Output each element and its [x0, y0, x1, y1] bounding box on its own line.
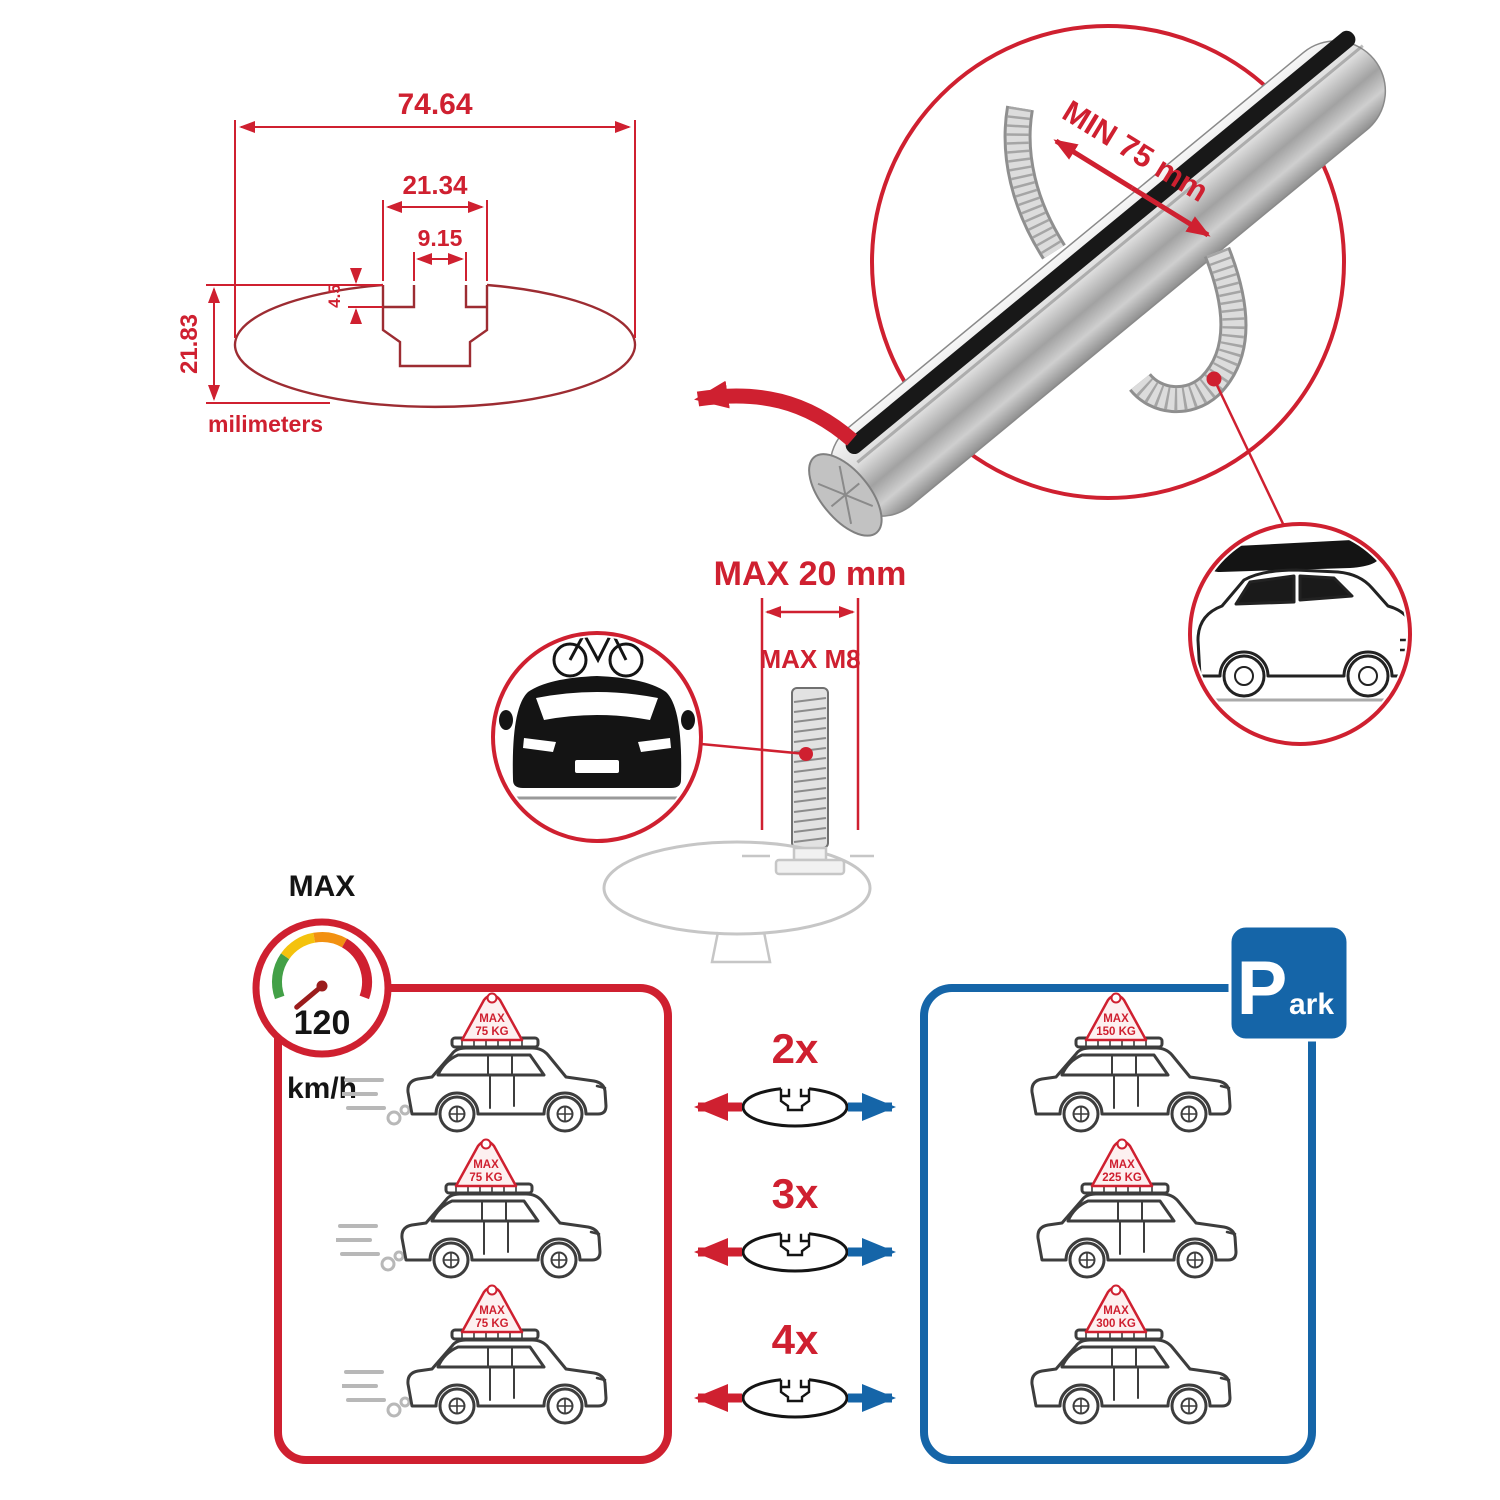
multiplier-label: 3x	[772, 1170, 819, 1217]
min-span-arrow	[1053, 138, 1211, 238]
crossbar-profile-icon	[741, 1378, 849, 1419]
park-sign-rest: ark	[1289, 988, 1334, 1021]
roof-load-tag-park-3: MAX 300 KG	[1084, 1284, 1148, 1334]
gauge-arc-green	[271, 953, 290, 1000]
gauge-arc-yellow	[281, 932, 316, 960]
tag-max: MAX	[479, 1013, 505, 1025]
roof-box	[1211, 540, 1382, 572]
dimension-channel-outer	[382, 200, 488, 281]
suv-body	[1196, 568, 1406, 698]
roof-load-tag-park-2: MAX 225 KG	[1090, 1138, 1154, 1188]
tag-max: MAX	[479, 1305, 505, 1317]
multiplier-row-1: 2x	[694, 1025, 896, 1128]
multiplier-label: 4x	[772, 1316, 819, 1363]
speed-unit: km/h	[287, 1072, 357, 1105]
crossbar-photo-detail: MIN 75 mm	[694, 24, 1387, 537]
park-sign: P ark	[1228, 924, 1350, 1042]
bike-icon	[552, 637, 644, 678]
car-front-icon	[491, 631, 703, 843]
multiplier-row-3: 4x	[694, 1316, 896, 1419]
roof-load-tag-park-1: MAX 150 KG	[1084, 992, 1148, 1042]
arrow-to-cross-section	[694, 380, 857, 446]
max-width-label: MAX 20 mm	[714, 555, 907, 593]
roof-load-tag-drive-2: MAX 75 KG	[454, 1138, 518, 1188]
tag-weight: 150 KG	[1096, 1026, 1136, 1038]
crossbar-profile-icon	[741, 1232, 849, 1273]
tag-max: MAX	[1103, 1013, 1129, 1025]
park-sign-letter: P	[1237, 946, 1288, 1031]
multiplier-row-2: 3x	[694, 1170, 896, 1273]
profile-channel	[381, 285, 489, 368]
dimension-total-height	[206, 284, 380, 404]
roof-load-tag-drive-1: MAX 75 KG	[460, 992, 524, 1042]
multiplier-label: 2x	[772, 1025, 819, 1072]
tag-weight: 75 KG	[475, 1026, 508, 1038]
bolt-callout-line	[700, 742, 807, 756]
gauge-needle	[294, 983, 325, 1010]
tag-max: MAX	[473, 1159, 499, 1171]
suv-roofbox-icon	[1188, 522, 1412, 746]
crossbar-profile-icon	[741, 1087, 849, 1128]
speed-value: 120	[294, 1004, 351, 1042]
dim-channel-outer-label: 21.34	[402, 170, 468, 200]
gauge-arc-red	[341, 938, 373, 1000]
car-front-body	[499, 676, 695, 788]
ghost-profile	[602, 840, 874, 964]
dim-total-height-label: 21.83	[176, 314, 203, 374]
dim-lip-height-label: 4.5	[325, 284, 344, 308]
max-thread-label: MAX M8	[759, 644, 860, 674]
usage-comparison: P ark MAX 120 km/h	[252, 870, 1350, 1464]
dimension-total-width	[234, 120, 636, 338]
units-label: milimeters	[208, 411, 323, 437]
aluminum-crossbar	[808, 30, 1387, 537]
tag-weight: 225 KG	[1102, 1172, 1142, 1184]
tag-weight: 75 KG	[469, 1172, 502, 1184]
dimension-lip-height	[348, 268, 383, 324]
tag-max: MAX	[1109, 1159, 1135, 1171]
profile-oval	[233, 283, 637, 409]
callout-line	[1212, 378, 1287, 529]
roof-load-tag-drive-3: MAX 75 KG	[460, 1284, 524, 1334]
crossbar-cross-section-diagram: 74.64 21.34 9.15 4.5	[176, 88, 637, 437]
max-width-dimension	[760, 598, 860, 830]
tag-weight: 300 KG	[1096, 1318, 1136, 1330]
rubber-strip	[845, 30, 1356, 455]
dimension-channel-inner	[413, 252, 467, 281]
threaded-bolt	[791, 687, 829, 849]
dim-channel-inner-label: 9.15	[418, 225, 463, 251]
speed-max-label: MAX	[289, 870, 356, 903]
tag-max: MAX	[1103, 1305, 1129, 1317]
gauge-arc-orange	[313, 932, 347, 948]
bolt-dimension-diagram: MAX 20 mm MAX M8	[602, 555, 907, 964]
tag-weight: 75 KG	[475, 1318, 508, 1330]
speed-limit-gauge: MAX 120 km/h	[252, 870, 392, 1105]
dim-total-width-label: 74.64	[397, 88, 472, 121]
